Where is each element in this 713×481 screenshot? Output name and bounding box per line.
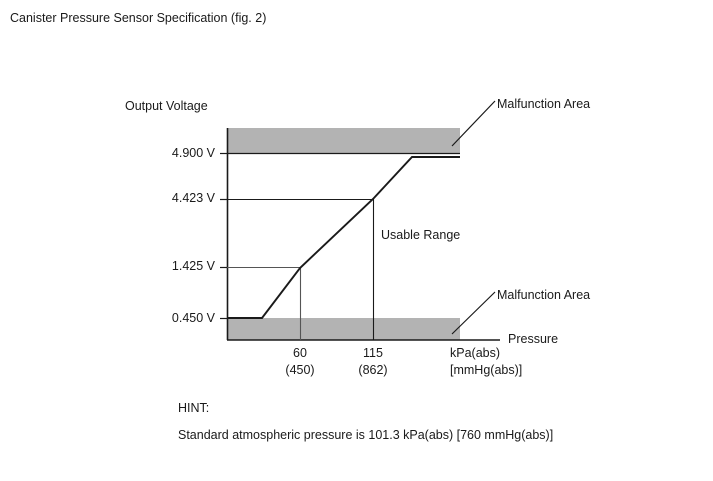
x-axis-title: Pressure	[508, 332, 559, 346]
output-voltage-curve	[227, 156, 460, 319]
hint-text: Standard atmospheric pressure is 101.3 k…	[178, 428, 554, 442]
malfunction-area-upper-band	[227, 128, 460, 153]
malfunction-area-upper-label: Malfunction Area	[497, 97, 591, 111]
y-tick-label-4900v: 4.900 V	[171, 146, 215, 160]
usable-range-label: Usable Range	[381, 228, 461, 242]
malfunction-area-lower-band	[227, 318, 460, 340]
malfunction-area-lower-label: Malfunction Area	[497, 288, 591, 302]
x-axis-unit-label: kPa(abs) [mmHg(abs)]	[450, 345, 560, 379]
y-tick-label-1425v: 1.425 V	[171, 259, 215, 273]
x-tick-label-115kpa-primary: 115	[363, 346, 383, 360]
x-tick-label-60kpa: 60 (450)	[270, 345, 330, 379]
malfunction-top-leader-line	[451, 100, 496, 147]
x-tick-label-60kpa-secondary: (450)	[285, 363, 315, 377]
malfunction-bottom-leader-line	[451, 291, 496, 335]
hint-heading: HINT:	[178, 401, 210, 415]
y-axis-title: Output Voltage	[125, 99, 208, 113]
x-tick-label-60kpa-primary: 60	[293, 346, 307, 360]
y-tick-label-0450v: 0.450 V	[171, 311, 215, 325]
figure-title: Canister Pressure Sensor Specification (…	[10, 11, 267, 25]
x-axis-unit-primary: kPa(abs)	[450, 346, 501, 360]
y-tick-label-4423v: 4.423 V	[171, 191, 215, 205]
x-axis-unit-secondary: [mmHg(abs)]	[450, 363, 523, 377]
x-tick-label-115kpa: 115 (862)	[343, 345, 403, 379]
x-tick-label-115kpa-secondary: (862)	[358, 363, 388, 377]
